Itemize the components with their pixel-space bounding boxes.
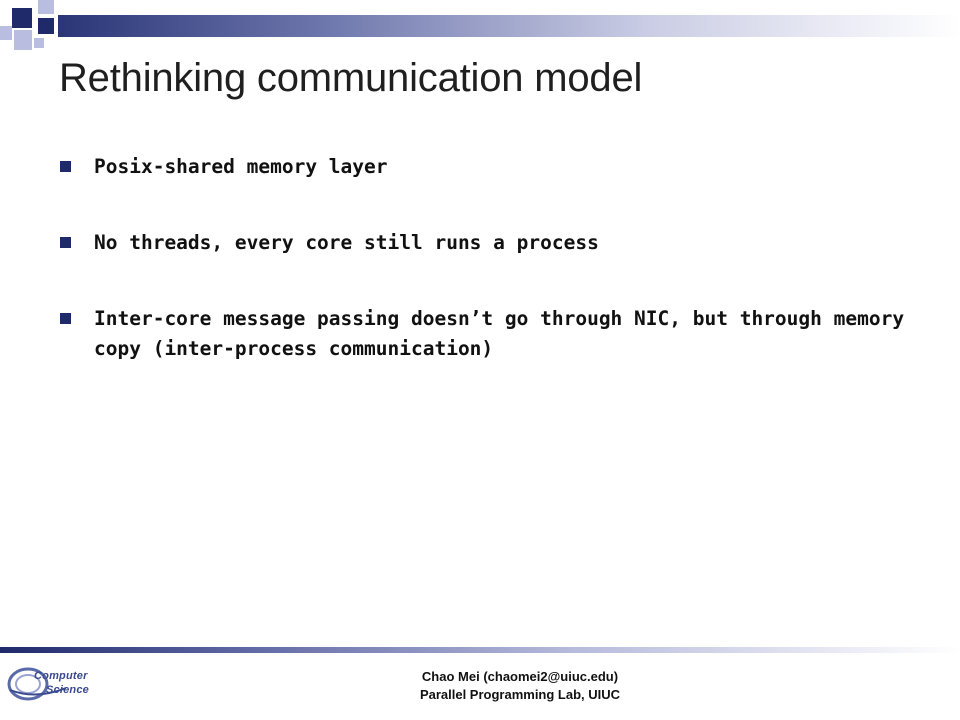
bullet-item: No threads, every core still runs a proc…: [60, 228, 920, 258]
corner-square-navy: [38, 18, 54, 34]
bullet-text: Posix-shared memory layer: [94, 155, 388, 178]
logo-text-line1: Computer: [34, 670, 88, 682]
logo-text-line2: Science: [46, 684, 89, 696]
bullet-list: Posix-shared memory layer No threads, ev…: [60, 148, 920, 364]
corner-square-lavender: [0, 26, 12, 40]
square-bullet-icon: [60, 161, 71, 172]
corner-square-navy: [12, 8, 32, 28]
footer-author: Chao Mei (chaomei2@uiuc.edu): [421, 669, 619, 684]
computer-science-logo-icon: Computer Science: [6, 660, 96, 706]
footer-lab: Parallel Programming Lab, UIUC: [419, 687, 621, 702]
bullet-text: No threads, every core still runs a proc…: [94, 231, 599, 254]
square-bullet-icon: [60, 313, 71, 324]
corner-square-lavender: [38, 0, 54, 14]
square-bullet-icon: [60, 237, 71, 248]
corner-square-lavender: [34, 38, 44, 48]
bullet-item: Inter-core message passing doesn’t go th…: [60, 304, 920, 364]
corner-square-lavender: [14, 30, 32, 50]
bullet-text: Inter-core message passing doesn’t go th…: [94, 307, 905, 360]
footer-credit: Chao Mei (chaomei2@uiuc.edu) Parallel Pr…: [340, 668, 700, 704]
logo-swoosh-icon: [7, 667, 67, 701]
footer-gradient-line: [0, 647, 960, 653]
bullet-item: Posix-shared memory layer: [60, 152, 920, 182]
slide-title: Rethinking communication model: [59, 56, 643, 100]
header-gradient-bar: [58, 15, 960, 37]
